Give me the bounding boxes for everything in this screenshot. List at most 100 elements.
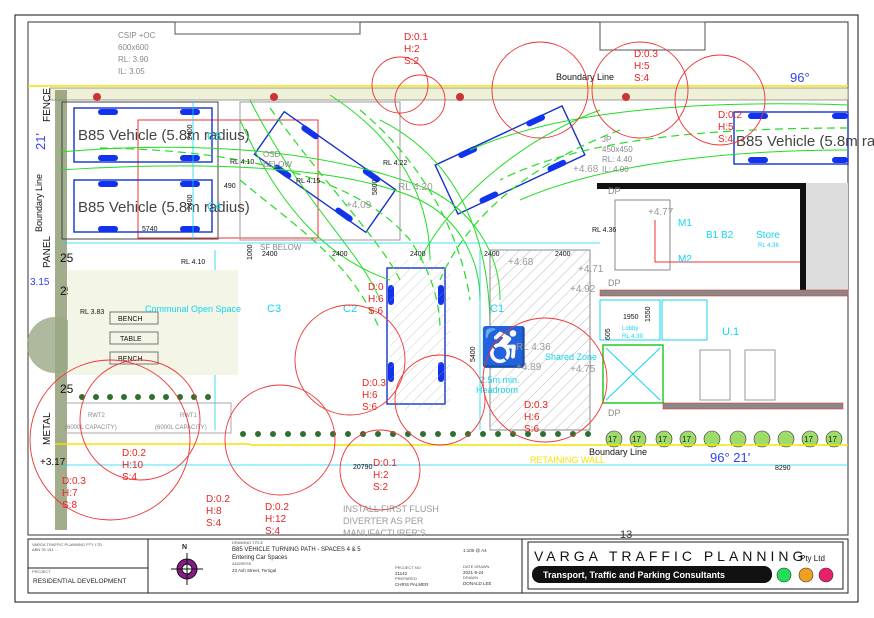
label: RL 3.83 — [80, 309, 104, 316]
label: H:2 — [404, 44, 420, 55]
tree-label: D:0.3H:7S:8 — [62, 476, 86, 511]
label: DIVERTER AS PER — [343, 516, 424, 526]
label: S:2 — [373, 482, 388, 493]
label: RL 4.10 — [230, 159, 254, 166]
label: 5740 — [142, 226, 158, 233]
label: DRAWING TITLE — [232, 540, 263, 545]
label: S:2 — [404, 56, 419, 67]
label: D:0.1 — [373, 458, 397, 469]
label: RL 4.36 — [516, 342, 551, 353]
turning-paths — [59, 94, 849, 331]
bench-label: BENCH — [118, 356, 143, 363]
label: C2 — [343, 303, 357, 315]
tree-label: D:0.3H:6S:6 — [524, 400, 548, 435]
label: RL 4.10 — [181, 259, 205, 266]
label: H:5 — [718, 122, 734, 133]
label: 5400 — [470, 346, 477, 362]
label: 1550 — [645, 306, 652, 322]
label: 2400 — [187, 124, 194, 140]
vehicle-parked-c5: B85 Vehicle (5.8m radius) — [73, 107, 250, 163]
vehicle-label: B85 Vehicle (5.8m radius) — [78, 199, 250, 216]
drawing-title: B85 VEHICLE TURNING PATH - SPACES 4 & 5 — [232, 547, 361, 553]
label: S:4 — [634, 73, 649, 84]
label: 17 — [608, 435, 617, 444]
label: S:4 — [206, 518, 221, 529]
north-arrow-icon — [171, 553, 203, 585]
label: 3.15 — [30, 277, 50, 288]
label: U.1 — [722, 326, 739, 338]
vehicle-parked-c4: B85 Vehicle (5.8m radius) — [73, 179, 250, 233]
label: D:0.3 — [524, 400, 548, 411]
label: 2400 — [262, 251, 278, 258]
label: +4.92 — [570, 284, 596, 295]
tree-label: D:0.2H:5S:4 — [718, 110, 742, 145]
tree-label: D:0H:6S:6 — [368, 282, 384, 317]
label: Lobby — [622, 326, 638, 332]
label: RL 4.36 — [592, 227, 616, 234]
date-drawn: 2021-9-24 — [463, 570, 484, 575]
label: 605 — [605, 328, 612, 340]
boundary-markers — [93, 93, 630, 101]
label: (6000L CAPACITY) — [65, 425, 117, 431]
tree-labels: D:0.1H:2S:2 D:0.3H:5S:4 D:0.2H:5S:4 D:0H… — [62, 32, 742, 537]
label: Transport, Traffic and Parking Consultan… — [543, 570, 725, 580]
neighbour-building — [174, 21, 361, 35]
label: +3.17 — [40, 457, 66, 468]
tree-label: D:0.2H:12S:4 — [265, 502, 289, 537]
osd-outline — [137, 119, 319, 239]
label: RL 4.15 — [296, 178, 320, 185]
prepared-by: CHRIS PALMER — [395, 582, 429, 587]
label: H:5 — [634, 61, 650, 72]
drawn-by: DONALD LEE — [463, 581, 492, 586]
north-label: N — [182, 544, 187, 551]
logo-light-icon — [798, 567, 814, 583]
label: D:0.3 — [62, 476, 86, 487]
label: RL 4.39 — [622, 334, 643, 340]
label: 25 — [60, 251, 74, 265]
dim-20790: 20790 — [353, 464, 373, 471]
fence-label: FENCE — [42, 88, 53, 122]
company-logo: VARGA TRAFFIC PLANNING Pty Ltd Transport… — [527, 541, 844, 590]
label: 2400 — [410, 251, 426, 258]
label: 1950 — [623, 314, 639, 321]
label: (6000L CAPACITY) — [155, 425, 207, 431]
dimension-lines — [62, 102, 848, 466]
accessible-parking-icon: ♿ — [480, 325, 527, 369]
label: +4.68 — [508, 257, 534, 268]
label: +4.77 — [648, 207, 674, 218]
vehicle-turning-2 — [434, 105, 586, 215]
table — [109, 331, 159, 345]
title-block: VARGA TRAFFIC PLANNING PTY LTD ABN 93 15… — [27, 538, 849, 594]
label: RL: 4.40 — [602, 155, 633, 164]
dim-8290: 8290 — [775, 465, 791, 472]
tree-label: D:0.2H:10S:4 — [122, 448, 146, 483]
label: S:6 — [524, 424, 539, 435]
drawing-subtitle: Entering Car Spaces — [232, 555, 287, 561]
label: S:6 — [368, 306, 383, 317]
garden-strip — [49, 87, 849, 101]
label: 17 — [658, 435, 667, 444]
label: 17 — [804, 435, 813, 444]
label: H:6 — [362, 390, 378, 401]
label: DP — [608, 186, 621, 196]
address: 23 Ash Street, Terrigal — [232, 568, 276, 573]
label: DRAWN — [463, 575, 478, 580]
label: D:0.3 — [362, 378, 386, 389]
label: BELOW — [263, 160, 292, 169]
label: M1 — [678, 218, 692, 229]
scale: 1:100 @ A4 — [463, 548, 487, 553]
osd-tank — [239, 101, 401, 241]
note-line: 600x600 — [118, 43, 149, 52]
label: 2400 — [332, 251, 348, 258]
label: Headroom — [476, 385, 518, 395]
hedge-row — [79, 394, 591, 437]
label: RL 4.22 — [383, 160, 407, 167]
label: ABN 93 151 ... — [32, 547, 58, 552]
flush-diverter-note: INSTALL FIRST FLUSH DIVERTER AS PER MANU… — [343, 504, 439, 538]
label: D:0 — [368, 282, 384, 293]
sheet-marker: 13 — [620, 529, 632, 541]
note-line: IL: 3.05 — [118, 67, 145, 76]
level-labels: RL 4.36 RL 4.10 RL 4.15 RL 4.22 RL 4.10 … — [30, 159, 674, 468]
label: 25 — [60, 382, 74, 396]
label: S:6 — [362, 402, 377, 413]
